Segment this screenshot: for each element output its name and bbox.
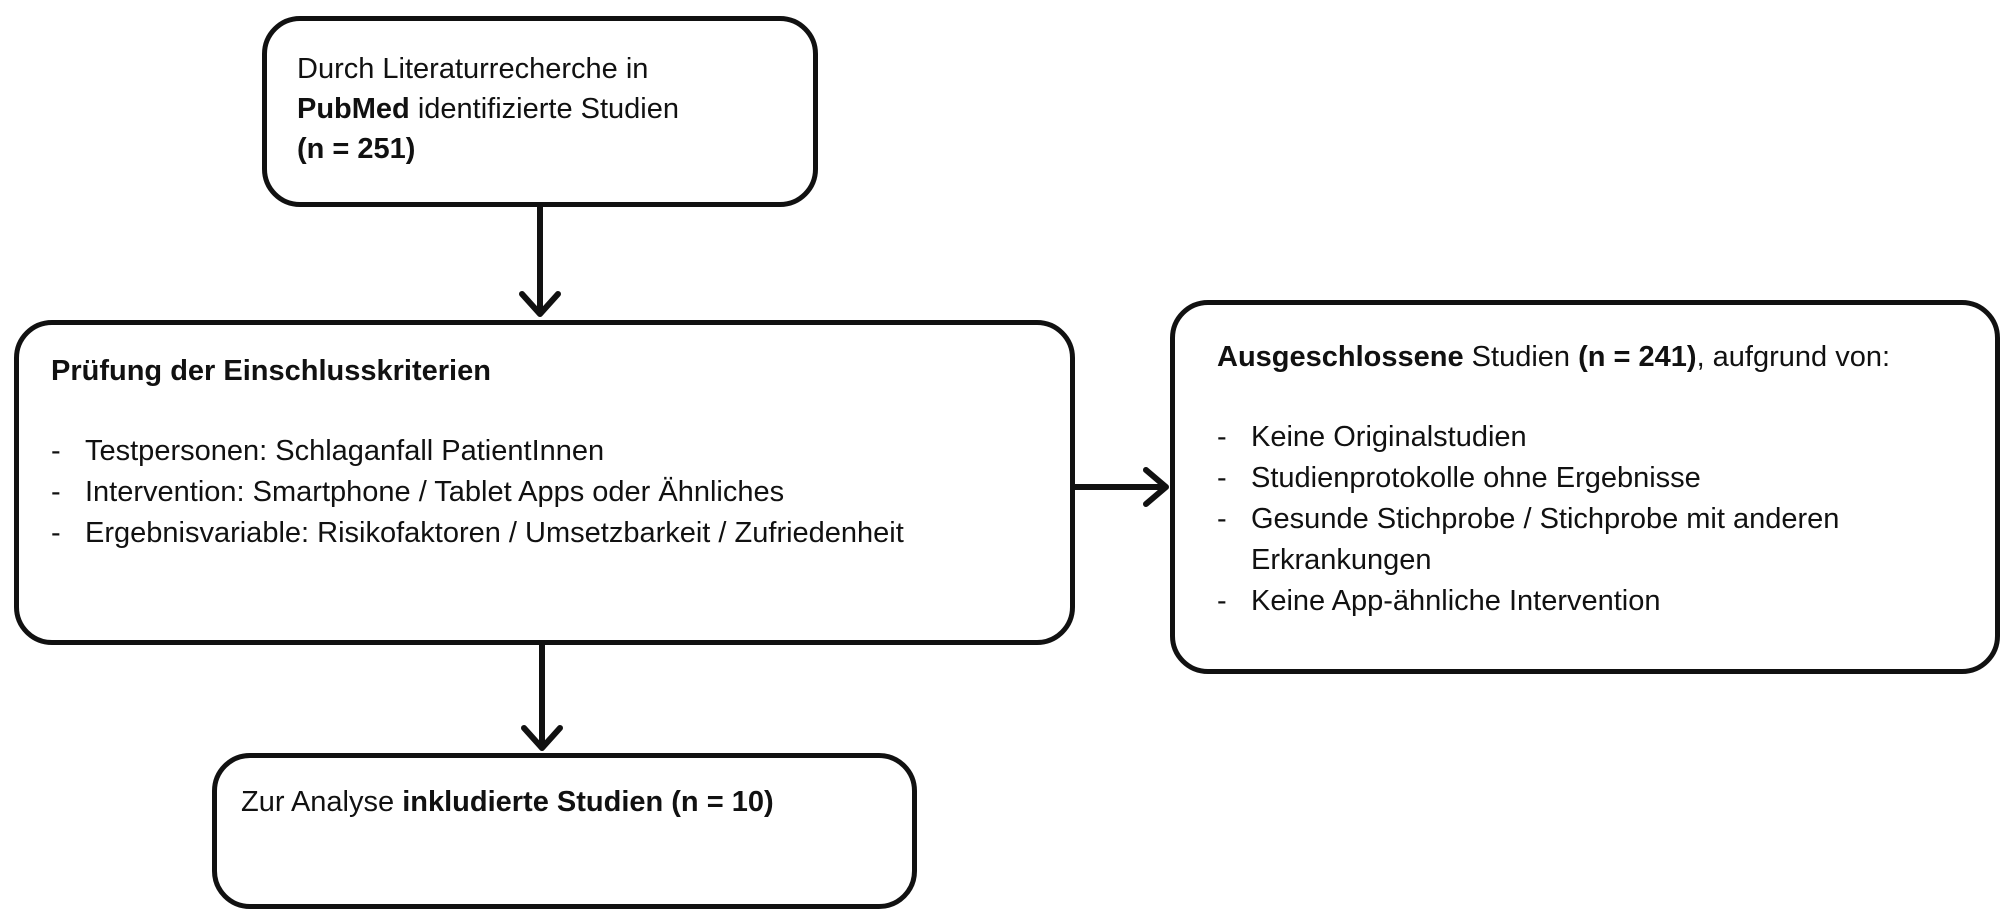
included-text-plain: Zur Analyse xyxy=(241,786,403,818)
arrow-search-to-criteria xyxy=(519,204,561,317)
criteria-item: Ergebnisvariable: Risikofaktoren / Umset… xyxy=(51,513,1070,554)
excluded-item: Gesunde Stichprobe / Stichprobe mit ande… xyxy=(1217,499,1995,581)
excluded-item-continuation: Erkrankungen xyxy=(1251,544,1432,576)
box-excluded: Ausgeschlossene Studien (n = 241), aufgr… xyxy=(1170,300,2000,674)
box-criteria: Prüfung der Einschlusskriterien Testpers… xyxy=(14,320,1075,645)
box-search: Durch Literaturrecherche in PubMed ident… xyxy=(262,16,818,207)
excluded-item-text: Gesunde Stichprobe / Stichprobe mit ande… xyxy=(1251,503,1840,535)
excluded-item: Keine App-ähnliche Intervention xyxy=(1217,581,1995,622)
excluded-title-mid: Studien xyxy=(1463,341,1579,373)
arrow-criteria-to-excluded xyxy=(1072,467,1169,507)
arrow-criteria-to-included xyxy=(521,642,563,751)
excluded-item: Keine Originalstudien xyxy=(1217,417,1995,458)
excluded-title-bold: Ausgeschlossene xyxy=(1217,341,1464,373)
excluded-item: Studienprotokolle ohne Ergebnisse xyxy=(1217,458,1995,499)
criteria-item: Intervention: Smartphone / Tablet Apps o… xyxy=(51,472,1070,513)
search-line-1: Durch Literaturrecherche in xyxy=(297,53,649,85)
search-count: (n = 251) xyxy=(297,133,416,165)
source-name: PubMed xyxy=(297,93,410,125)
excluded-title: Ausgeschlossene Studien (n = 241), aufgr… xyxy=(1217,337,1995,377)
search-line-2: PubMed identifizierte Studien xyxy=(297,89,813,129)
criteria-item: Testpersonen: Schlaganfall PatientInnen xyxy=(51,431,1070,472)
criteria-list: Testpersonen: Schlaganfall PatientInnen … xyxy=(51,431,1070,554)
included-text: Zur Analyse inkludierte Studien (n = 10) xyxy=(241,782,912,822)
excluded-count: (n = 241) xyxy=(1578,341,1697,373)
excluded-list: Keine Originalstudien Studienprotokolle … xyxy=(1217,417,1995,622)
criteria-title: Prüfung der Einschlusskriterien xyxy=(51,355,491,387)
included-text-bold: inkludierte Studien (n = 10) xyxy=(402,786,774,818)
search-line-2-rest: identifizierte Studien xyxy=(409,93,679,125)
box-included: Zur Analyse inkludierte Studien (n = 10) xyxy=(212,753,917,909)
excluded-title-rest: , aufgrund von: xyxy=(1696,341,1891,373)
